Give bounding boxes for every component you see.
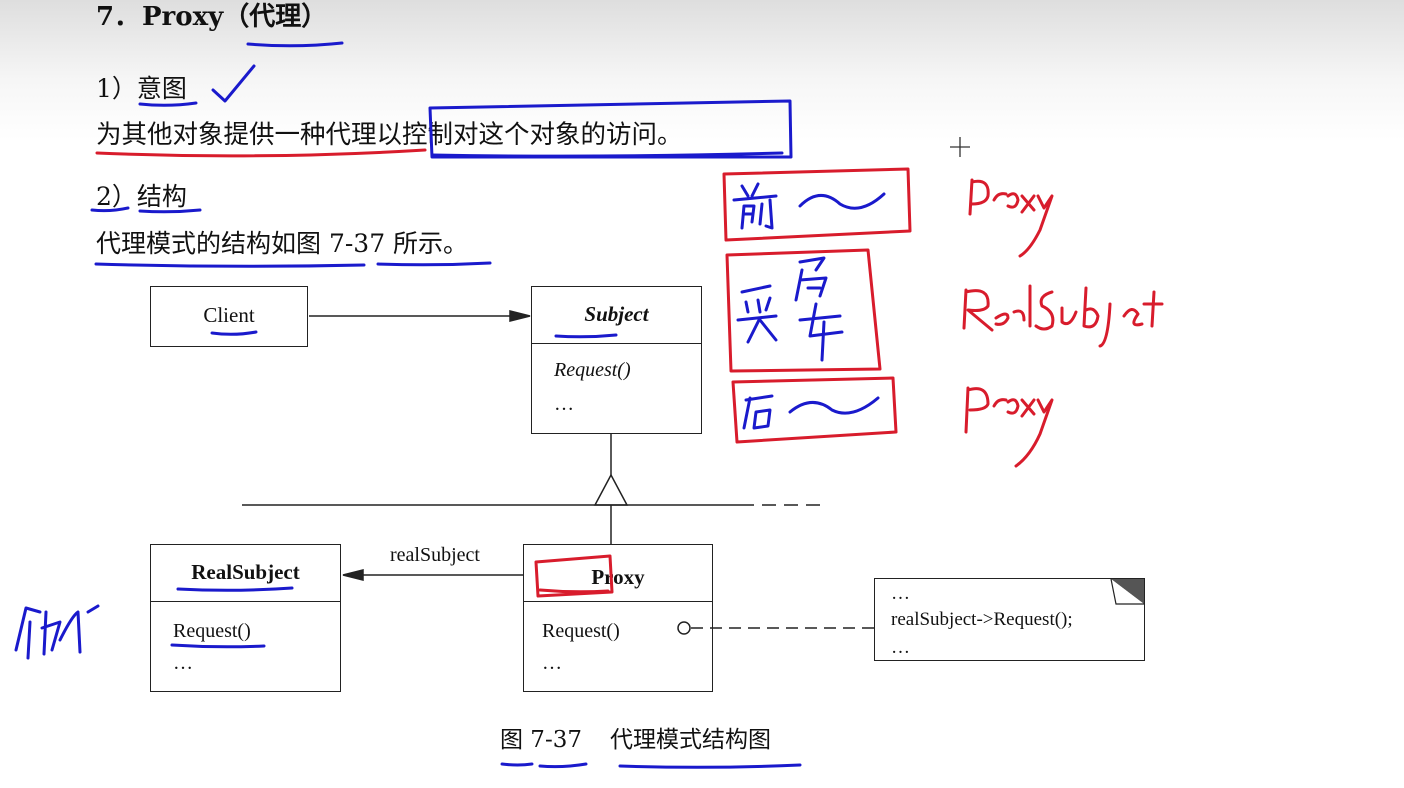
figure-number: 图 7-37 (500, 727, 582, 753)
blue-ink-annotations (14, 41, 802, 769)
generalization-arrow (242, 434, 820, 544)
client-subject-arrow (309, 310, 531, 322)
client-class: Client (150, 286, 308, 347)
structure-text: 代理模式的结构如图 7-37 所示。 (96, 229, 469, 258)
subject-class-divider (532, 343, 701, 344)
proxy-class-name: Proxy (591, 565, 645, 589)
handwritten-notes (732, 182, 886, 430)
real-subject-class: RealSubject Request() … (150, 544, 341, 692)
proxy-op-more: … (542, 652, 562, 674)
intent-text: 为其他对象提供一种代理以控制对这个对象的访问。 (96, 120, 683, 150)
client-class-name: Client (203, 303, 255, 327)
subject-class: Subject Request() … (531, 286, 702, 434)
figure-title: 代理模式结构图 (610, 727, 771, 753)
note-line-2: realSubject->Request(); (891, 609, 1073, 630)
note-line-1: … (891, 583, 910, 604)
note-connector (677, 621, 874, 635)
note-line-3: … (891, 637, 910, 658)
page-title: Proxy（代理） (142, 2, 328, 32)
real-subject-op-request: Request() (173, 620, 251, 642)
subject-op-request: Request() (554, 359, 631, 381)
structure-label: 2）结构 (96, 182, 187, 211)
subject-op-more: … (554, 393, 574, 415)
code-note: … realSubject->Request(); … (874, 578, 1145, 661)
real-subject-class-divider (151, 601, 340, 602)
proxy-realsubject-arrow (342, 569, 523, 581)
real-subject-class-name: RealSubject (191, 560, 300, 584)
section-number: 7． (96, 2, 141, 32)
subject-class-name: Subject (584, 302, 649, 326)
note-fold-corner (1110, 578, 1144, 605)
proxy-class: Proxy Request() … (523, 544, 713, 692)
proxy-class-divider (524, 601, 712, 602)
real-subject-op-more: … (173, 652, 193, 674)
proxy-op-request: Request() (542, 620, 620, 642)
association-label: realSubject (390, 544, 480, 566)
red-ink-annotations (95, 148, 1164, 598)
intent-label: 1）意图 (96, 74, 187, 103)
crosshair-cursor-icon (950, 137, 970, 157)
